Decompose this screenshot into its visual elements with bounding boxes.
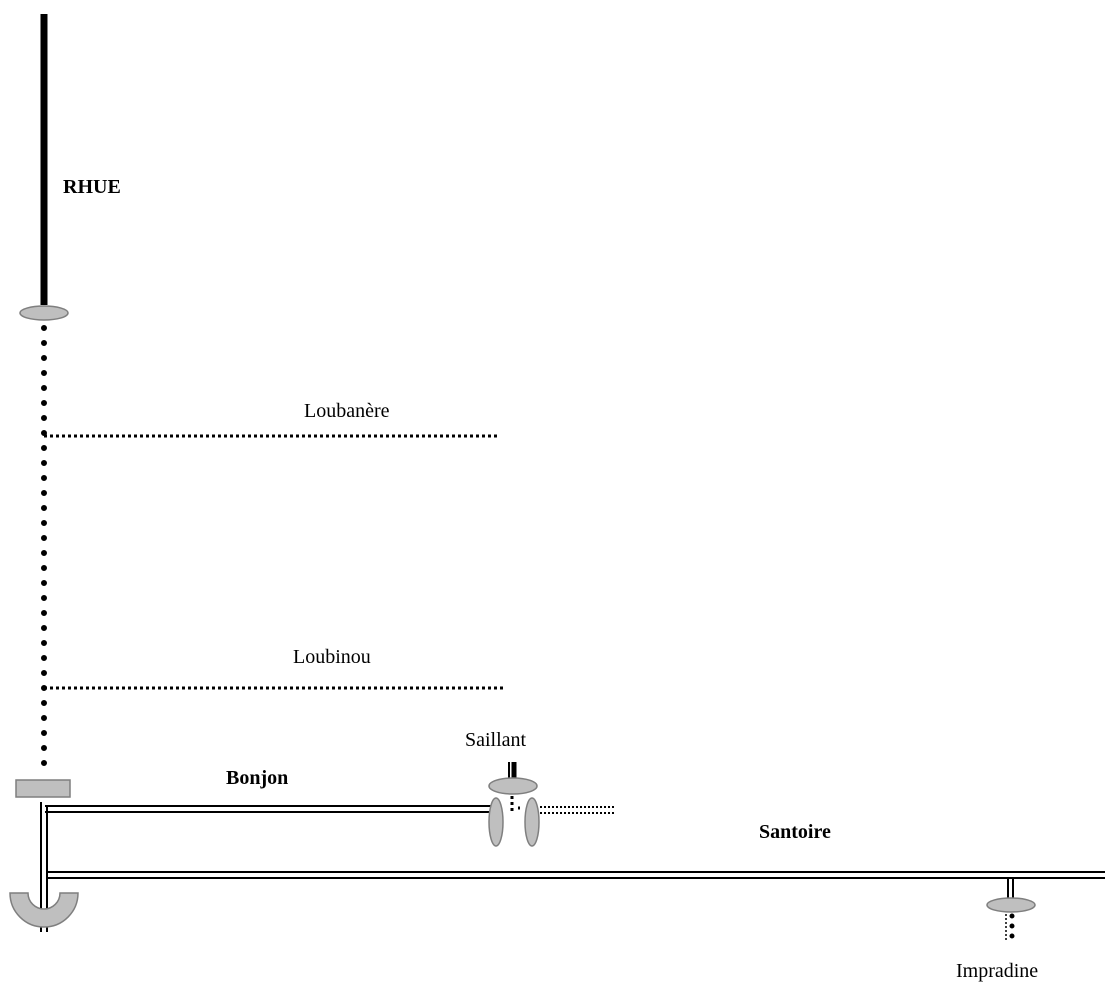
bonjon-intake-rect (15, 779, 71, 798)
saillant-left-ellipse (488, 797, 504, 847)
saillant-right-ellipse (524, 797, 540, 847)
saillant-label: Saillant (465, 729, 527, 751)
rhue-label: RHUE (63, 176, 121, 198)
loubinou-label: Loubinou (293, 646, 371, 668)
rhue-intake-ellipse (19, 305, 69, 321)
bonjon-label: Bonjon (226, 767, 288, 789)
impradine-label: Impradine (956, 960, 1038, 982)
santoire-label: Santoire (759, 821, 831, 843)
basin-bowl-shape (9, 892, 79, 928)
loubanere-label: Loubanère (304, 400, 390, 422)
saillant-top-ellipse (488, 777, 538, 795)
impradine-ellipse (986, 897, 1036, 913)
